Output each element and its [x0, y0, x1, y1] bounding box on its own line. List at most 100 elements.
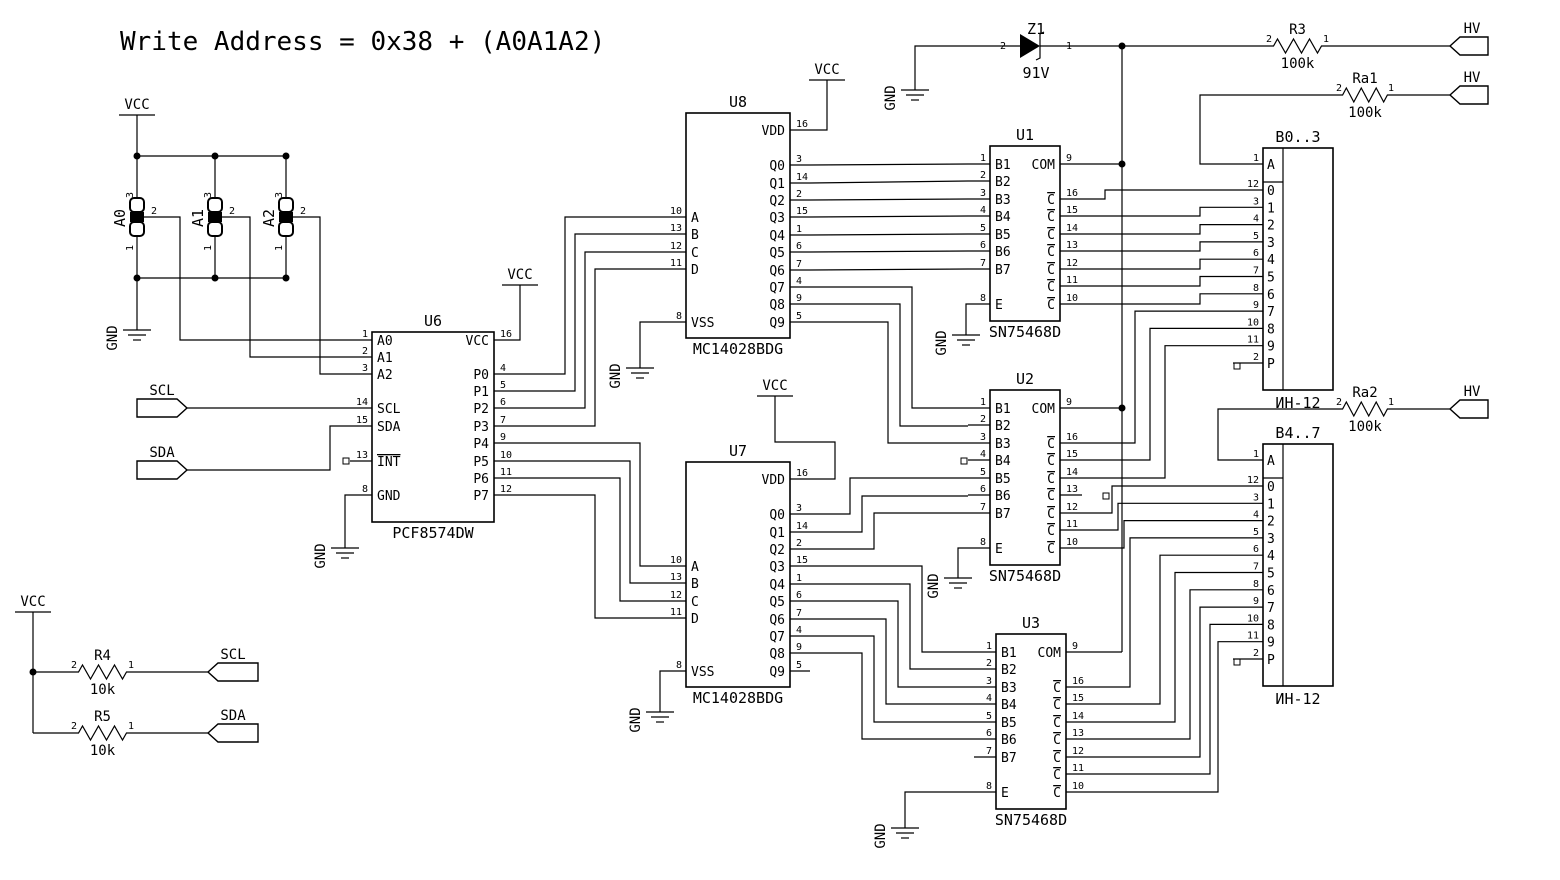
pin-name: Q4 [769, 229, 785, 244]
pin-number: 1 [362, 329, 368, 340]
tube2-ref: B4..7 [1275, 424, 1320, 442]
pin-name: E [995, 298, 1003, 313]
pin-number: 14 [796, 521, 808, 532]
p2-net [516, 251, 666, 409]
pin-number: 10 [670, 206, 682, 217]
pin-number: 4 [986, 693, 992, 704]
pin-name: B2 [1001, 663, 1017, 678]
pin-name: Q1 [769, 526, 785, 541]
tube-pin-name: 4 [1267, 253, 1275, 268]
anode1-net [1199, 94, 1330, 165]
pin-name: P4 [473, 437, 489, 452]
u1-tube-net [1082, 224, 1233, 235]
pin-name: Q5 [769, 246, 785, 261]
tube-pin-name: 2 [1267, 219, 1275, 234]
scl-port-pullup [206, 662, 259, 682]
pin-name: SCL [377, 402, 401, 417]
p6-net [516, 477, 666, 602]
tube-pin-name: 6 [1267, 584, 1275, 599]
u7-u3-net [810, 652, 974, 740]
pin-number: 7 [980, 258, 986, 269]
u3-part: SN75468D [995, 811, 1067, 829]
pin-number: 1 [1388, 83, 1394, 94]
tube-pin-name: 7 [1267, 601, 1275, 616]
vcc-u7-wire [774, 396, 836, 480]
a2-net [293, 216, 350, 375]
pin-name: Q7 [769, 630, 785, 645]
tube-pin-name: 5 [1267, 567, 1275, 582]
u1-tube-net [1082, 258, 1233, 270]
u3-tube-net [1088, 571, 1233, 723]
u7-ref: U7 [729, 442, 747, 460]
pin-number: 13 [356, 450, 368, 461]
pin-number: 9 [500, 432, 506, 443]
junction-dot [211, 152, 219, 160]
pin-name: C [1047, 524, 1055, 539]
u8-u1-net [809, 215, 969, 218]
pin-number: 1 [1323, 34, 1329, 45]
tube-pin-name: 3 [1267, 236, 1275, 251]
p3-net [516, 268, 666, 427]
pin-number: 9 [1066, 153, 1072, 164]
pin-name: B7 [995, 263, 1011, 278]
pin-name: C [1053, 786, 1061, 801]
pin-name: A [691, 560, 699, 575]
pin-number: 3 [796, 503, 802, 514]
tube-pin-name: 1 [1267, 497, 1275, 512]
jumper-pad [129, 197, 145, 213]
sda-port-u6-label: SDA [149, 445, 175, 461]
pin-number: 1 [1253, 153, 1259, 164]
resistor-value: 100k [1281, 56, 1315, 72]
pin-number: 5 [796, 311, 802, 322]
pin-name: Q1 [769, 177, 785, 192]
u3-ref: U3 [1022, 614, 1040, 632]
pin-name: C [1047, 507, 1055, 522]
pin-name: VDD [762, 473, 786, 488]
pin-number: 12 [1066, 258, 1078, 269]
sda-net [187, 425, 350, 471]
pin-number: 4 [1253, 214, 1259, 225]
pin-name: A2 [377, 368, 393, 383]
pin-number: 1 [128, 721, 134, 732]
gnd-zener-label: GND [883, 85, 899, 110]
gnd-u8-label: GND [608, 363, 624, 388]
zener-diode [1020, 34, 1040, 58]
tube1-part: ИН-12 [1275, 394, 1320, 412]
u1-tube-net [1082, 293, 1233, 305]
u2-part: SN75468D [989, 567, 1061, 585]
pin-number: 7 [1253, 562, 1259, 573]
tube-pin-name: 8 [1267, 618, 1275, 633]
u1-part: SN75468D [989, 323, 1061, 341]
pin-name: COM [1038, 646, 1062, 661]
pin-number: 2 [980, 414, 986, 425]
hv-label: HV [1464, 21, 1481, 37]
tube-pin-name: 0 [1267, 184, 1275, 199]
pin-name: B1 [995, 402, 1011, 417]
pin-number: 5 [1253, 527, 1259, 538]
pin-name: P5 [473, 455, 489, 470]
pin-number: 2 [1253, 352, 1259, 363]
pin-name: C [1047, 193, 1055, 208]
u8-body [685, 112, 791, 339]
pin-name: C [1047, 472, 1055, 487]
pin-number: 11 [500, 467, 512, 478]
tube-pin-name: A [1267, 454, 1275, 469]
pin-number: 16 [796, 119, 808, 130]
u3-tube-net [1088, 554, 1233, 705]
pin-number: 1 [796, 573, 802, 584]
pin-name: B6 [995, 245, 1011, 260]
pin-number: 4 [500, 363, 506, 374]
pin-name: P0 [473, 368, 489, 383]
pin-number: 6 [1253, 544, 1259, 555]
pin-number: 10 [1066, 537, 1078, 548]
u1-tube-net [1082, 206, 1233, 217]
jumper-link [279, 212, 293, 222]
pin-name: C [1047, 437, 1055, 452]
pin-number: 2 [229, 206, 235, 217]
pin-name: B6 [995, 489, 1011, 504]
pin-number: 5 [796, 660, 802, 671]
pin-number: 14 [1066, 223, 1078, 234]
u3-tube-net [1088, 589, 1233, 740]
u3-tube-net [1088, 606, 1233, 758]
u8-u1-net [809, 163, 969, 166]
